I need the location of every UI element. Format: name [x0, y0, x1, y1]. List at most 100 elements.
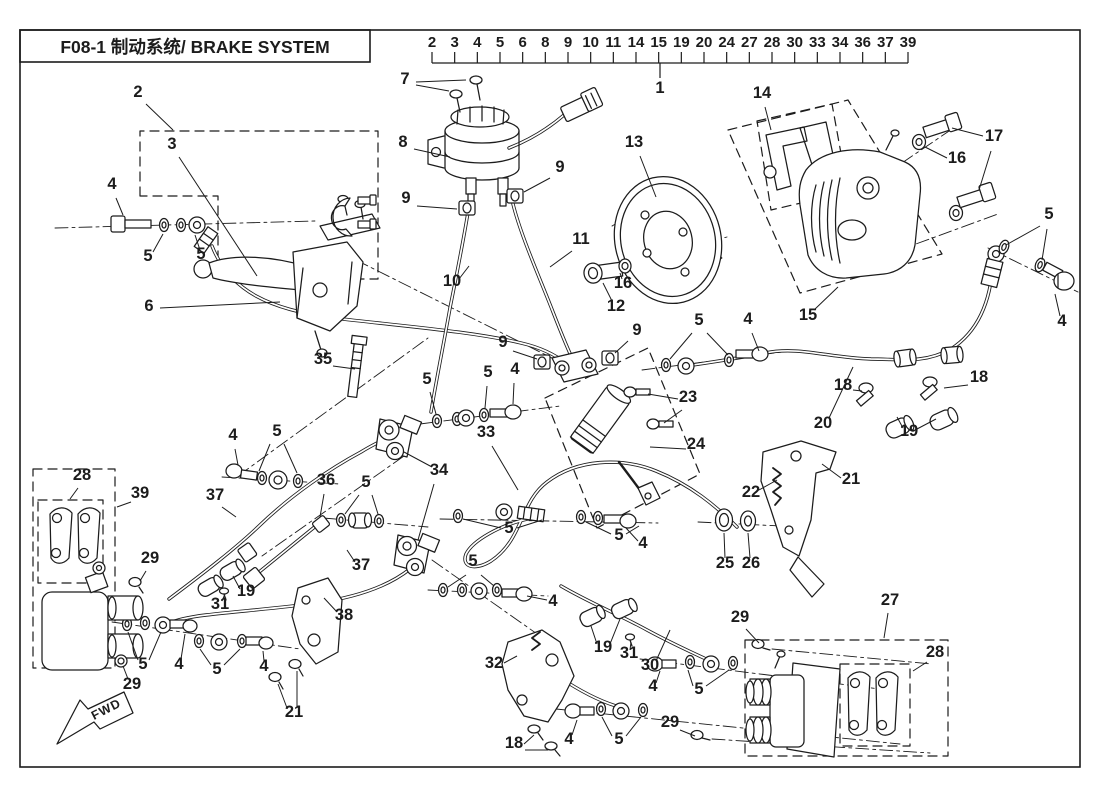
index-number: 28 [764, 34, 781, 51]
callout-34: 34 [430, 461, 449, 479]
index-number: 30 [786, 34, 803, 51]
washer-5 [175, 217, 187, 233]
leader-line [148, 631, 162, 661]
leader-line [232, 575, 241, 590]
disc-hub [643, 210, 693, 270]
callout-4: 4 [259, 657, 269, 675]
screw-31 [624, 633, 636, 641]
callout-5: 5 [138, 655, 147, 673]
brake-pedal [760, 440, 837, 598]
callout-24: 24 [687, 435, 706, 453]
callout-4: 4 [174, 655, 184, 673]
screw-7 [469, 75, 483, 85]
leader-line [655, 670, 661, 684]
hose-30-core [560, 585, 707, 660]
leader-line [480, 574, 495, 587]
leader-line [821, 463, 842, 479]
leader-line [122, 665, 129, 680]
leader-line [458, 265, 470, 280]
bolt-29 [751, 638, 765, 650]
leader-line [758, 479, 778, 491]
leader-line [503, 655, 518, 664]
leader-line [764, 106, 772, 131]
washer-5 [998, 239, 1010, 255]
callout-5: 5 [143, 247, 152, 265]
callout-9: 9 [401, 189, 410, 207]
washer-16 [911, 133, 927, 151]
leader-line [277, 683, 288, 709]
index-number: 39 [900, 34, 917, 51]
callout-5: 5 [614, 526, 623, 544]
callout-23: 23 [679, 388, 697, 406]
leader-line [896, 416, 904, 429]
callout-3: 3 [167, 135, 176, 153]
callout-4: 4 [510, 360, 520, 378]
mount-brackets [268, 577, 575, 757]
banjo-eye [677, 357, 695, 375]
callout-6: 6 [144, 297, 153, 315]
leader-line [647, 393, 679, 400]
leader-line [585, 521, 612, 535]
callout-28: 28 [926, 643, 944, 661]
leader-line [609, 618, 621, 645]
callout-18: 18 [505, 734, 523, 752]
brake-disc [583, 175, 723, 305]
washer-16 [618, 258, 632, 274]
callout-31: 31 [211, 595, 229, 613]
callout-4: 4 [1057, 312, 1067, 330]
bracket-32 [501, 629, 575, 723]
leader-line [619, 272, 623, 280]
callout-19: 19 [594, 638, 612, 656]
callout-9: 9 [632, 321, 641, 339]
callout-29: 29 [141, 549, 159, 567]
leader-line [416, 205, 458, 210]
callout-5: 5 [614, 730, 623, 748]
leader-line [601, 716, 613, 737]
leader-line [747, 532, 751, 559]
leader-line [115, 197, 124, 216]
callout-39: 39 [131, 484, 149, 502]
callout-4: 4 [228, 426, 238, 444]
hose-grommet [237, 542, 258, 563]
index-number: 37 [877, 34, 894, 51]
callout-10: 10 [443, 272, 461, 290]
front-caliper [763, 111, 997, 279]
callout-5: 5 [483, 363, 492, 381]
callout-29: 29 [661, 713, 679, 731]
hose-37-lower-core [166, 568, 411, 625]
leader-line [323, 597, 338, 613]
callout-5: 5 [504, 519, 513, 537]
sensor-wire-core [508, 114, 565, 149]
callout-4: 4 [743, 310, 753, 328]
leader-line [943, 384, 969, 389]
rear-caliper-box [744, 639, 949, 757]
leader-line [344, 494, 360, 515]
index-number: 2 [428, 34, 436, 51]
index-number: 33 [809, 34, 826, 51]
fitting-nut-9 [458, 200, 476, 216]
leader-line [706, 332, 729, 356]
index-number: 14 [628, 34, 645, 51]
index-number: 34 [832, 34, 849, 51]
leader-line [145, 103, 174, 131]
banjo-bolt-4 [110, 215, 126, 233]
index-number: 11 [605, 34, 621, 51]
leader-line [180, 633, 186, 660]
rear-master-cylinder [533, 349, 757, 532]
callout-12: 12 [607, 297, 625, 315]
callout-21: 21 [285, 703, 303, 721]
callout-2: 2 [133, 83, 142, 101]
hose-clamp-19 [929, 406, 959, 431]
leader-line [415, 84, 450, 92]
leader-line [549, 250, 573, 268]
left-pads-box [37, 499, 104, 584]
leader-line [484, 385, 488, 409]
leader-line [152, 233, 164, 253]
leader-line [319, 493, 325, 518]
leader-line [178, 156, 258, 277]
leader-line [912, 661, 928, 672]
leader-line [629, 641, 632, 651]
fwd-arrow: FWD [56, 691, 134, 745]
